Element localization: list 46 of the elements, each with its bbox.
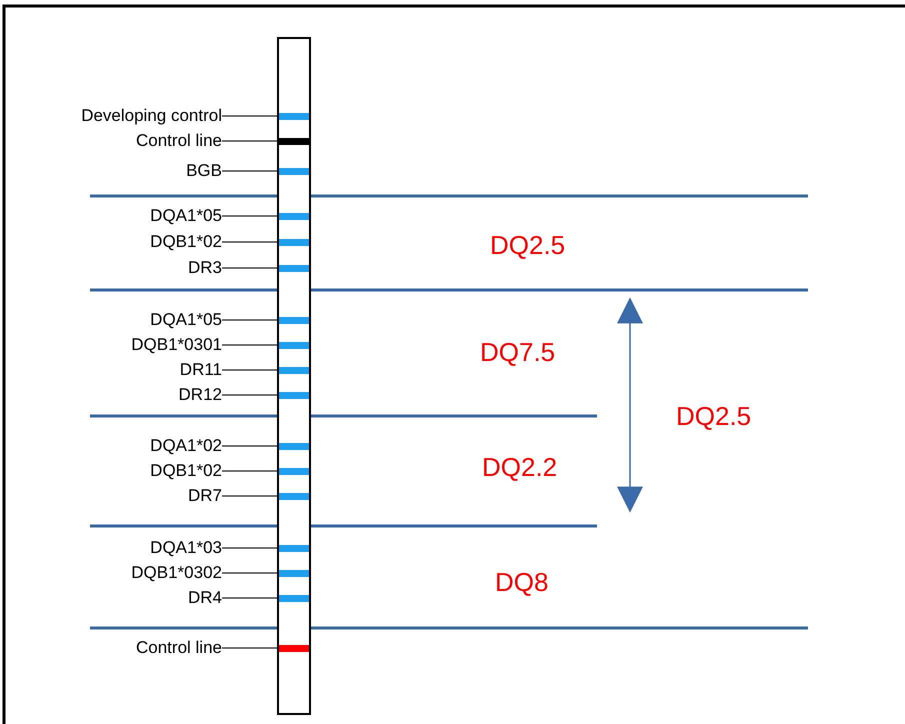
band-label: Control line	[136, 131, 222, 151]
band-label: DQA1*02	[150, 436, 222, 456]
leader-line	[222, 394, 280, 396]
band-label: DR3	[188, 258, 222, 278]
test-band	[279, 468, 309, 474]
test-band	[279, 238, 309, 246]
test-band	[279, 168, 309, 174]
haplotype-label: DQ8	[495, 567, 548, 597]
band-label: BGB	[186, 161, 222, 181]
band-label: DR12	[178, 385, 222, 405]
leader-line	[222, 344, 280, 346]
test-band	[279, 316, 309, 324]
leader-line	[222, 572, 280, 574]
haplotype-label: DQ7.5	[480, 337, 556, 367]
test-band	[279, 492, 309, 500]
haplotype-label: DQ2.2	[482, 452, 558, 482]
test-band	[279, 442, 309, 450]
leader-line	[222, 470, 280, 472]
band-label: DQB1*0301	[131, 335, 222, 355]
band-label: DR4	[188, 588, 222, 608]
band-label: DQA1*05	[150, 206, 222, 226]
test-strip	[277, 37, 311, 715]
band-label: DQB1*0302	[131, 563, 222, 583]
test-band	[279, 138, 309, 144]
test-band	[279, 594, 309, 602]
test-band	[279, 212, 309, 220]
test-band	[279, 112, 309, 120]
test-band	[279, 366, 309, 374]
test-band	[279, 570, 309, 576]
test-band	[279, 392, 309, 398]
band-label: DQB1*02	[150, 232, 222, 252]
haplotype-label: DQ2.5	[490, 230, 566, 260]
leader-line	[222, 170, 280, 172]
test-band	[279, 644, 309, 652]
band-label: DQA1*05	[150, 310, 222, 330]
band-label: Developing control	[81, 106, 222, 126]
band-label: DQA1*03	[150, 538, 222, 558]
haplotype-label: DQ2.5	[676, 401, 752, 431]
band-label: DR11	[180, 360, 222, 380]
test-band	[279, 342, 309, 348]
test-band	[279, 264, 309, 272]
band-label: Control line	[136, 638, 222, 658]
band-label: DQB1*02	[150, 461, 222, 481]
band-label: DR7	[188, 486, 222, 506]
leader-line	[222, 140, 280, 142]
test-band	[279, 544, 309, 552]
